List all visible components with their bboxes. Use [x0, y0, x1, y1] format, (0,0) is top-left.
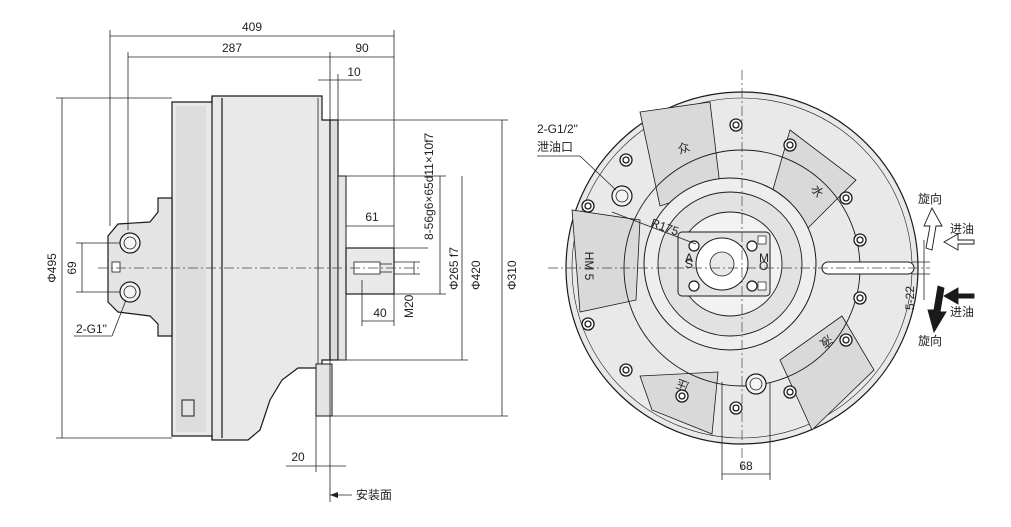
face-letter-s: S	[685, 257, 693, 271]
port-block	[107, 197, 173, 337]
dim-outer-diameter: Φ495	[45, 253, 59, 283]
port-hole-upper	[119, 232, 141, 254]
inlet-arrow-dark-icon	[943, 287, 975, 305]
face-letter-m: M	[759, 251, 769, 265]
side-dimensions: 409 287 90 10 61 40 20 安装面 Φ	[45, 20, 519, 502]
dim-slot-spacing: 68	[739, 459, 753, 473]
drain-port-lower	[745, 373, 767, 395]
dim-spigot-gap: 20	[291, 450, 305, 464]
face-letter-o: O	[759, 259, 768, 273]
dim-shaft-length: 90	[355, 41, 369, 55]
dim-bolt-circle: Φ420	[469, 260, 483, 290]
dim-overall-length: 409	[242, 20, 262, 34]
dim-shaft-extension: 61	[365, 210, 379, 224]
front-view: S A M O HM 5 众 水 液 压	[548, 70, 930, 470]
rotation-arrow-up-icon	[923, 206, 943, 251]
mounting-flange	[329, 119, 339, 361]
mounting-face-label: 安装面	[356, 487, 392, 502]
drain-port-size-label: 2-G1/2"	[537, 122, 578, 136]
face-char-1: 众	[676, 140, 692, 157]
direction-legend: 旋向 进油 进油 旋向	[918, 191, 975, 348]
dim-pilot-diameter: Φ265 f7	[447, 247, 461, 290]
port-side-label: 2-G1"	[76, 322, 107, 336]
dim-spline: 8-56g6×65d11×10f7	[422, 132, 436, 240]
face-char-4: 压	[675, 376, 691, 393]
dim-thread: M20	[402, 294, 416, 318]
dim-flange-diameter: Φ310	[505, 260, 519, 290]
port-hole-lower	[119, 281, 141, 303]
rotation-label-bottom: 旋向	[918, 333, 942, 348]
dim-body-length: 287	[222, 41, 242, 55]
inlet-label-top: 进油	[950, 222, 974, 236]
face-letter-a: A	[685, 251, 693, 265]
drain-port-label: 泄油口	[537, 140, 573, 154]
rotation-arrow-down-icon	[927, 285, 947, 334]
dim-port-spacing: 69	[65, 261, 79, 275]
inlet-label-bottom: 进油	[950, 305, 974, 319]
dim-flange-thickness: 10	[347, 65, 361, 79]
dim-slot-width: 5-22	[903, 286, 917, 310]
dim-thread-depth: 40	[373, 306, 387, 320]
side-view	[98, 95, 420, 441]
drain-port-upper	[611, 185, 633, 207]
bolt-holes	[581, 118, 867, 415]
rotation-label-top: 旋向	[918, 191, 942, 206]
inlet-arrow-light-icon	[943, 233, 975, 251]
model-marking: HM 5	[582, 252, 596, 281]
